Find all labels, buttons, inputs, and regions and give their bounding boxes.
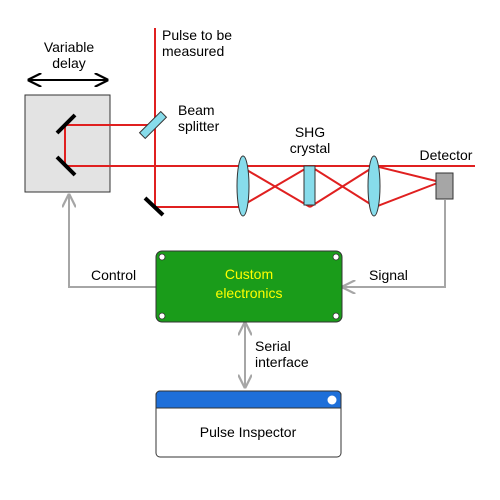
detector <box>435 172 454 200</box>
app-window-titlebar <box>155 390 342 409</box>
lens-2 <box>367 155 381 217</box>
board-mount-hole <box>158 312 166 320</box>
detector-label: Detector <box>420 147 473 163</box>
pulse-label-1: Pulse to be <box>162 27 232 43</box>
beam-splitter-label-1: Beam <box>178 102 215 118</box>
board-mount-hole <box>332 253 340 261</box>
beam-splitter <box>138 110 168 140</box>
delay-stage-box <box>24 94 111 193</box>
board-mount-hole <box>158 253 166 261</box>
electronics-label-1: Custom <box>225 266 273 282</box>
fold-mirror <box>143 196 165 217</box>
delay-mirror-top <box>55 113 77 135</box>
variable-delay-label-2: delay <box>52 55 85 71</box>
custom-electronics-board <box>155 250 343 323</box>
lens-1 <box>236 155 250 217</box>
control-arrow <box>69 195 156 288</box>
board-mount-hole <box>332 312 340 320</box>
serial-interface-label-2: interface <box>255 354 309 370</box>
pulse-label-2: measured <box>162 43 224 59</box>
control-label: Control <box>91 267 136 283</box>
variable-delay-label-1: Variable <box>44 39 95 55</box>
shg-crystal <box>303 165 316 206</box>
electronics-label-2: electronics <box>216 285 283 301</box>
shg-label-1: SHG <box>295 124 325 140</box>
app-title: Pulse Inspector <box>200 424 297 440</box>
signal-arrow <box>343 200 446 287</box>
laser-beam-path <box>64 28 475 209</box>
delay-mirror-bottom <box>55 155 77 177</box>
serial-interface-label-1: Serial <box>255 338 291 354</box>
window-close-icon[interactable] <box>327 395 337 405</box>
beam-splitter-label-2: splitter <box>178 118 220 134</box>
signal-label: Signal <box>369 267 408 283</box>
shg-label-2: crystal <box>290 140 330 156</box>
